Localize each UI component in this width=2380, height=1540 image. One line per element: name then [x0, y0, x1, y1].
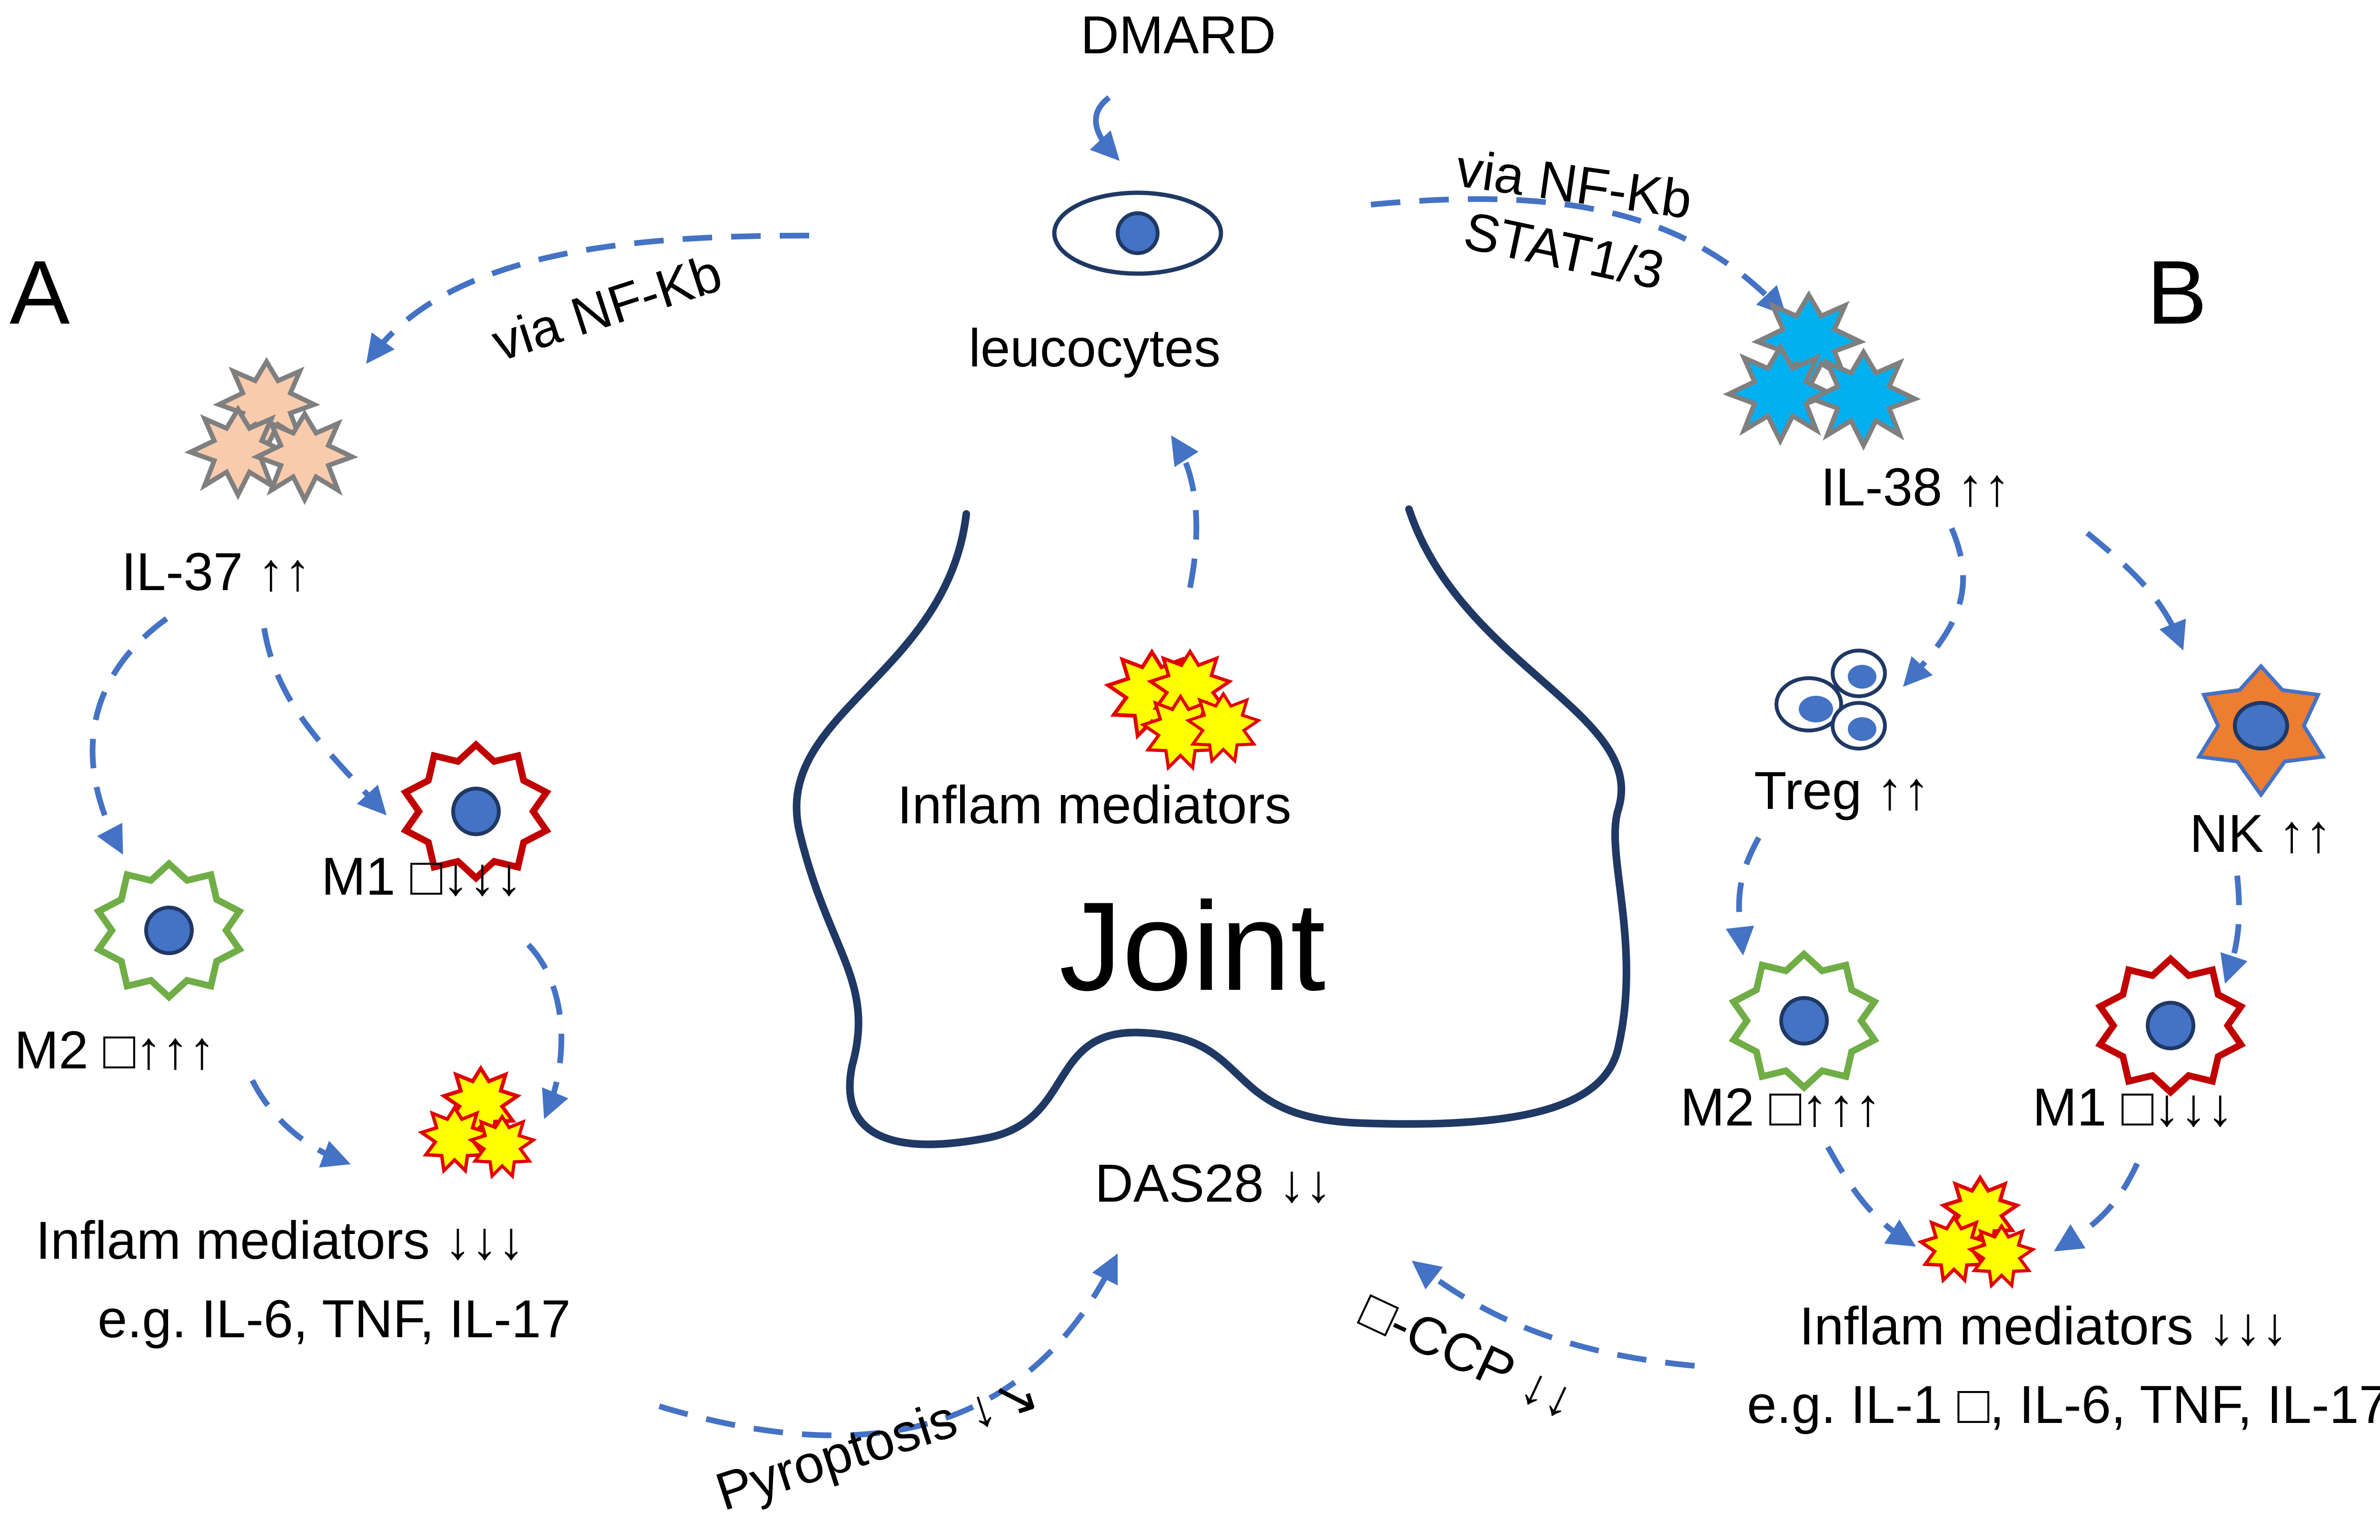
arrow-il38-to-treg: [1903, 527, 1966, 687]
left-m1-label: M1 □↓↓↓: [321, 847, 522, 906]
leucocyte-icon: [1052, 190, 1223, 276]
arrow-m2-to-right-mediators: [1825, 1145, 1916, 1247]
right-m1-macrophage-icon: [2095, 954, 2246, 1097]
right-mediator-examples: e.g. IL-1 □, IL-6, TNF, IL-17: [1747, 1375, 2380, 1434]
il37-cell-cluster-icon: [184, 357, 358, 505]
right-m2-label: M2 □↑↑↑: [1680, 1077, 1881, 1137]
arrow-pyroptosis-to-das28: [658, 1253, 1118, 1439]
il38-label: IL-38 ↑↑: [1821, 457, 2010, 517]
joint-inflam-mediators-label: Inflam mediators: [897, 775, 1291, 835]
right-inflam-mediators-label: Inflam mediators ↓↓↓: [1799, 1296, 2288, 1356]
arrow-leucocytes-to-il38: [1370, 196, 1786, 316]
arrow-joint-to-leucocytes: [1171, 435, 1200, 589]
il38-cell-cluster-icon: [1723, 290, 1921, 451]
arrow-il38-to-nk: [2085, 531, 2186, 651]
leucocytes-label: leucocytes: [969, 318, 1220, 378]
m1-macrophage-icon: [400, 740, 552, 883]
arrow-m2-to-left-mediators: [249, 1079, 351, 1168]
treg-label: Treg ↑↑: [1754, 761, 1930, 820]
left-inflam-mediators-label: Inflam mediators ↓↓↓: [36, 1211, 525, 1270]
arrow-il37-to-m1: [261, 628, 387, 816]
left-inflammatory-burst-icon: [417, 1065, 537, 1180]
joint-outline: [793, 505, 1630, 1148]
nk-cell-icon: [2196, 663, 2326, 798]
left-m2-label: M2 □↑↑↑: [14, 1020, 215, 1080]
right-m1-label: M1 □↓↓↓: [2033, 1077, 2233, 1137]
arrow-il37-to-m2: [89, 616, 169, 855]
pyroptosis-label: Pyroptosis ↓↘: [709, 1362, 1046, 1521]
joint-title: Joint: [1059, 876, 1326, 1017]
m2-macrophage-icon: [93, 859, 245, 1002]
left-mediator-examples: e.g. IL-6, TNF, IL-17: [98, 1289, 571, 1349]
dmard-label: DMARD: [1081, 5, 1276, 65]
il37-label: IL-37 ↑↑: [121, 542, 311, 602]
arrow-nk-to-m1: [2220, 875, 2248, 984]
right-m2-macrophage-icon: [1728, 949, 1880, 1092]
arrow-m1-to-right-mediators: [2053, 1162, 2140, 1252]
left-via-label: via NF-Kb: [485, 243, 729, 373]
arrow-treg-to-m2: [1726, 836, 1762, 956]
ccp-label: □-CCP ↓↓: [1352, 1279, 1585, 1430]
inflammatory-burst-icon: [1104, 648, 1262, 771]
das28-label: DAS28 ↓↓: [1095, 1154, 1332, 1213]
right-inflammatory-burst-icon: [1917, 1174, 2037, 1289]
treg-cell-icon: [1775, 649, 1887, 750]
panel-label-b: B: [2147, 242, 2207, 343]
arrow-leucocytes-to-il37: [366, 233, 810, 364]
arrow-m1-to-left-mediators: [526, 942, 568, 1119]
panel-label-a: A: [10, 242, 70, 343]
arrow-dmard-to-leucocytes: [1090, 95, 1120, 161]
nk-label: NK ↑↑: [2190, 804, 2332, 863]
arrow-ccp-to-das28: [1411, 1260, 1695, 1369]
